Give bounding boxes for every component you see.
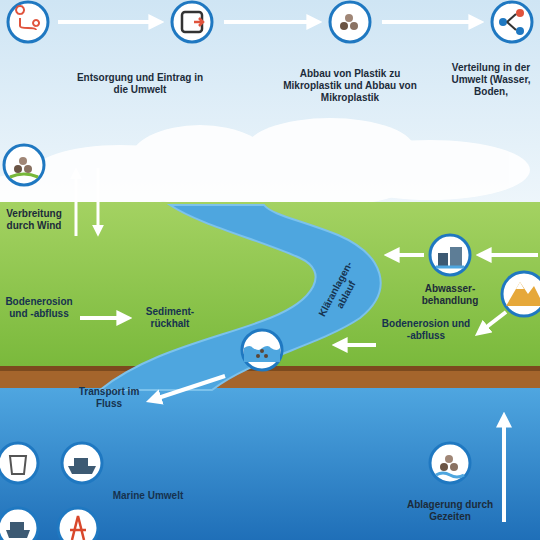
- icon-node: Ablagerung durch Gezeiten: [428, 441, 472, 485]
- icon-node: Entsorgung und Eintrag in die Umwelt: [170, 0, 214, 44]
- icon-circle: [428, 233, 472, 277]
- icon-node: Verbreitung durch Wind: [2, 143, 46, 187]
- icon-circle: [328, 0, 372, 44]
- node-label: Abbau von Plastik zu Mikroplastik und Ab…: [270, 68, 430, 104]
- free-label: Sediment- rückhalt: [134, 306, 206, 330]
- free-label: Transport im Fluss: [74, 386, 144, 410]
- node-label: Verbreitung durch Wind: [0, 208, 68, 232]
- icon-circle: [170, 0, 214, 44]
- icon-node: Verteilung in der Umwelt (Wasser, Boden,: [490, 0, 534, 44]
- node-label: Abwasser- behandlung: [406, 283, 494, 307]
- node-label: Verteilung in der Umwelt (Wasser, Boden,: [444, 62, 538, 98]
- icon-circle: [2, 143, 46, 187]
- icon-node: Abbau von Plastik zu Mikroplastik und Ab…: [328, 0, 372, 44]
- flow-arrow: [224, 20, 316, 24]
- icon-circle: [428, 441, 472, 485]
- flow-arrow: [382, 20, 478, 24]
- free-label: Marine Umwelt: [108, 490, 188, 502]
- free-label: Bodenerosion und -abfluss: [380, 318, 472, 342]
- node-label: Ablagerung durch Gezeiten: [405, 499, 495, 523]
- icon-node: Abwasser- behandlung: [428, 233, 472, 277]
- icon-circle: [490, 0, 534, 44]
- free-label: Bodenerosion und -abfluss: [1, 296, 77, 320]
- node-label: Entsorgung und Eintrag in die Umwelt: [75, 72, 205, 96]
